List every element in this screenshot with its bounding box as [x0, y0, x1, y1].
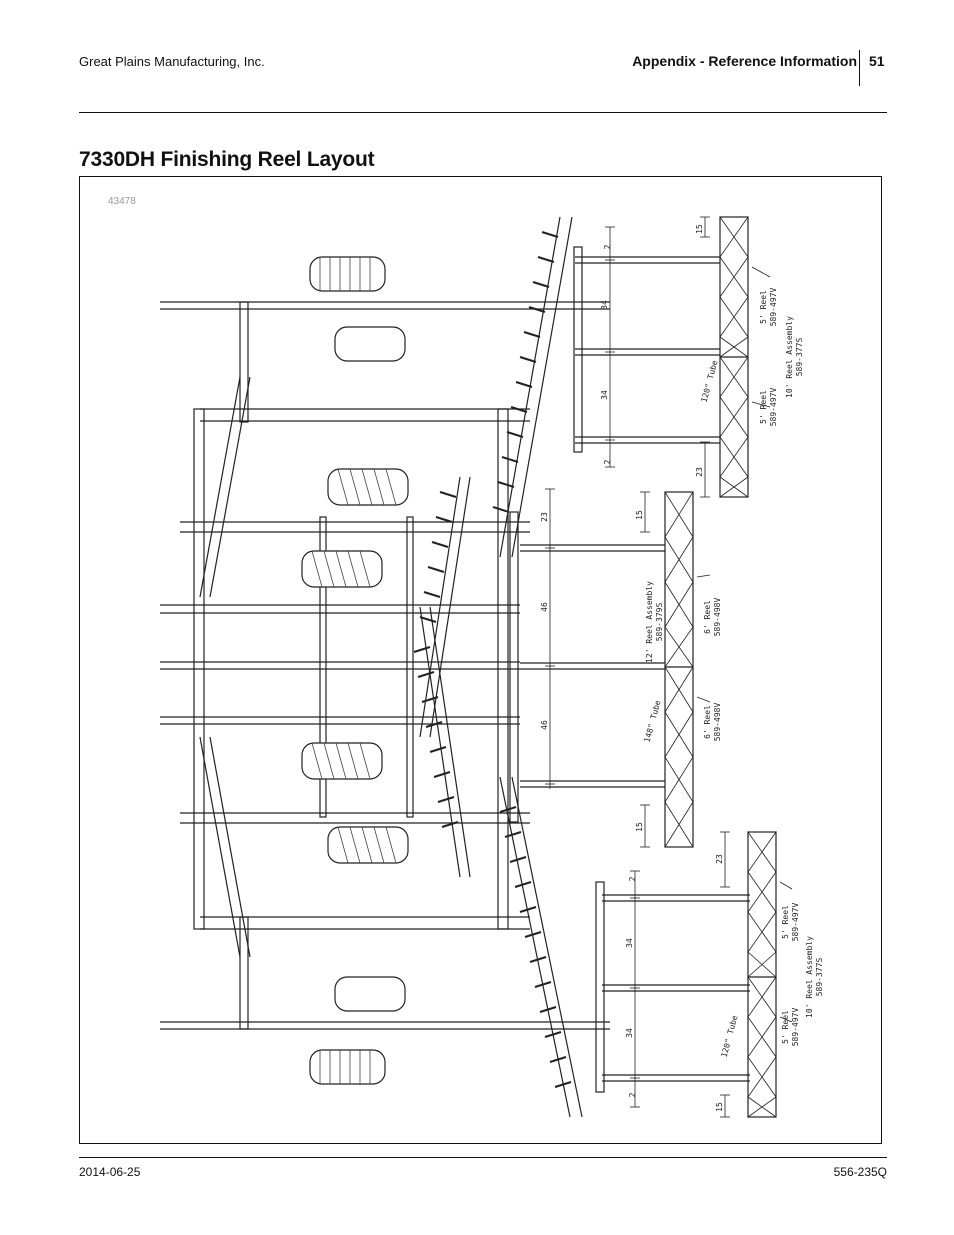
bottom-assembly-label: 10' Reel Assembly [805, 936, 814, 1018]
header-rule [79, 112, 887, 113]
top-reel-a-label: 5' Reel [759, 290, 768, 324]
bottom-dim-left-top: 2 [628, 876, 637, 881]
footer-doc-number: 556-235Q [833, 1165, 887, 1179]
bottom-dim-left-bottom: 2 [628, 1092, 637, 1097]
bottom-reel-a-part: 589-497V [791, 903, 800, 942]
header-section: Appendix - Reference Information [632, 53, 857, 69]
bottom-reel-b-part: 589-497V [791, 1008, 800, 1047]
middle-reel-a-label: 6' Reel [703, 600, 712, 634]
bottom-tube-label: 120" Tube [720, 1014, 740, 1058]
top-dim-left-bottom: 2 [603, 459, 612, 464]
page-number: 51 [869, 53, 885, 69]
bottom-dim-reel-end-top: 23 [715, 854, 724, 864]
top-dim-reel-end-top: 15 [695, 224, 704, 234]
footer-date: 2014-06-25 [79, 1165, 141, 1179]
bottom-reel-a-label: 5' Reel [781, 905, 790, 939]
bottom-assembly-part: 589-377S [815, 958, 824, 997]
top-dim-spacing-2: 34 [600, 390, 609, 400]
middle-reel-a-part: 589-498V [713, 598, 722, 637]
top-reel-b-label: 5' Reel [759, 390, 768, 424]
figure-frame [79, 176, 882, 1144]
top-dim-reel-end-bottom: 23 [695, 467, 704, 477]
top-tube-label: 120" Tube [700, 359, 720, 403]
middle-reel-b-part: 589-498V [713, 703, 722, 742]
top-reel-b-part: 589-497V [769, 388, 778, 427]
middle-dim-reel-end-top: 15 [635, 510, 644, 520]
top-dim-left-top: 2 [603, 244, 612, 249]
bottom-dim-reel-end-bottom: 15 [715, 1102, 724, 1112]
middle-dim-spacing-2: 46 [540, 720, 549, 730]
middle-dim-spacing-top: 23 [540, 512, 549, 522]
top-assembly-part: 589-377S [795, 338, 804, 377]
middle-reel-b-label: 6' Reel [703, 705, 712, 739]
footer-rule [79, 1157, 887, 1158]
bottom-reel-b-label: 5' Reel [781, 1010, 790, 1044]
bottom-dim-spacing-1: 34 [625, 938, 634, 948]
middle-dim-reel-end-bottom: 15 [635, 822, 644, 832]
figure-id: 43478 [108, 196, 136, 207]
middle-dim-spacing-1: 46 [540, 602, 549, 612]
top-reel-a-part: 589-497V [769, 288, 778, 327]
header-company: Great Plains Manufacturing, Inc. [79, 54, 265, 69]
middle-assembly-label: 12' Reel Assembly [645, 581, 654, 663]
top-dim-spacing-1: 34 [600, 300, 609, 310]
page-title: 7330DH Finishing Reel Layout [79, 148, 375, 171]
header-separator [859, 50, 860, 86]
top-assembly-label: 10' Reel Assembly [785, 316, 794, 398]
reel-layout-drawing: 2 34 34 2 15 23 5' Reel 589-497V 10' Ree… [160, 216, 824, 1118]
middle-tube-label: 148" Tube [643, 699, 663, 743]
bottom-dim-spacing-2: 34 [625, 1028, 634, 1038]
middle-assembly-part: 589-379S [655, 603, 664, 642]
